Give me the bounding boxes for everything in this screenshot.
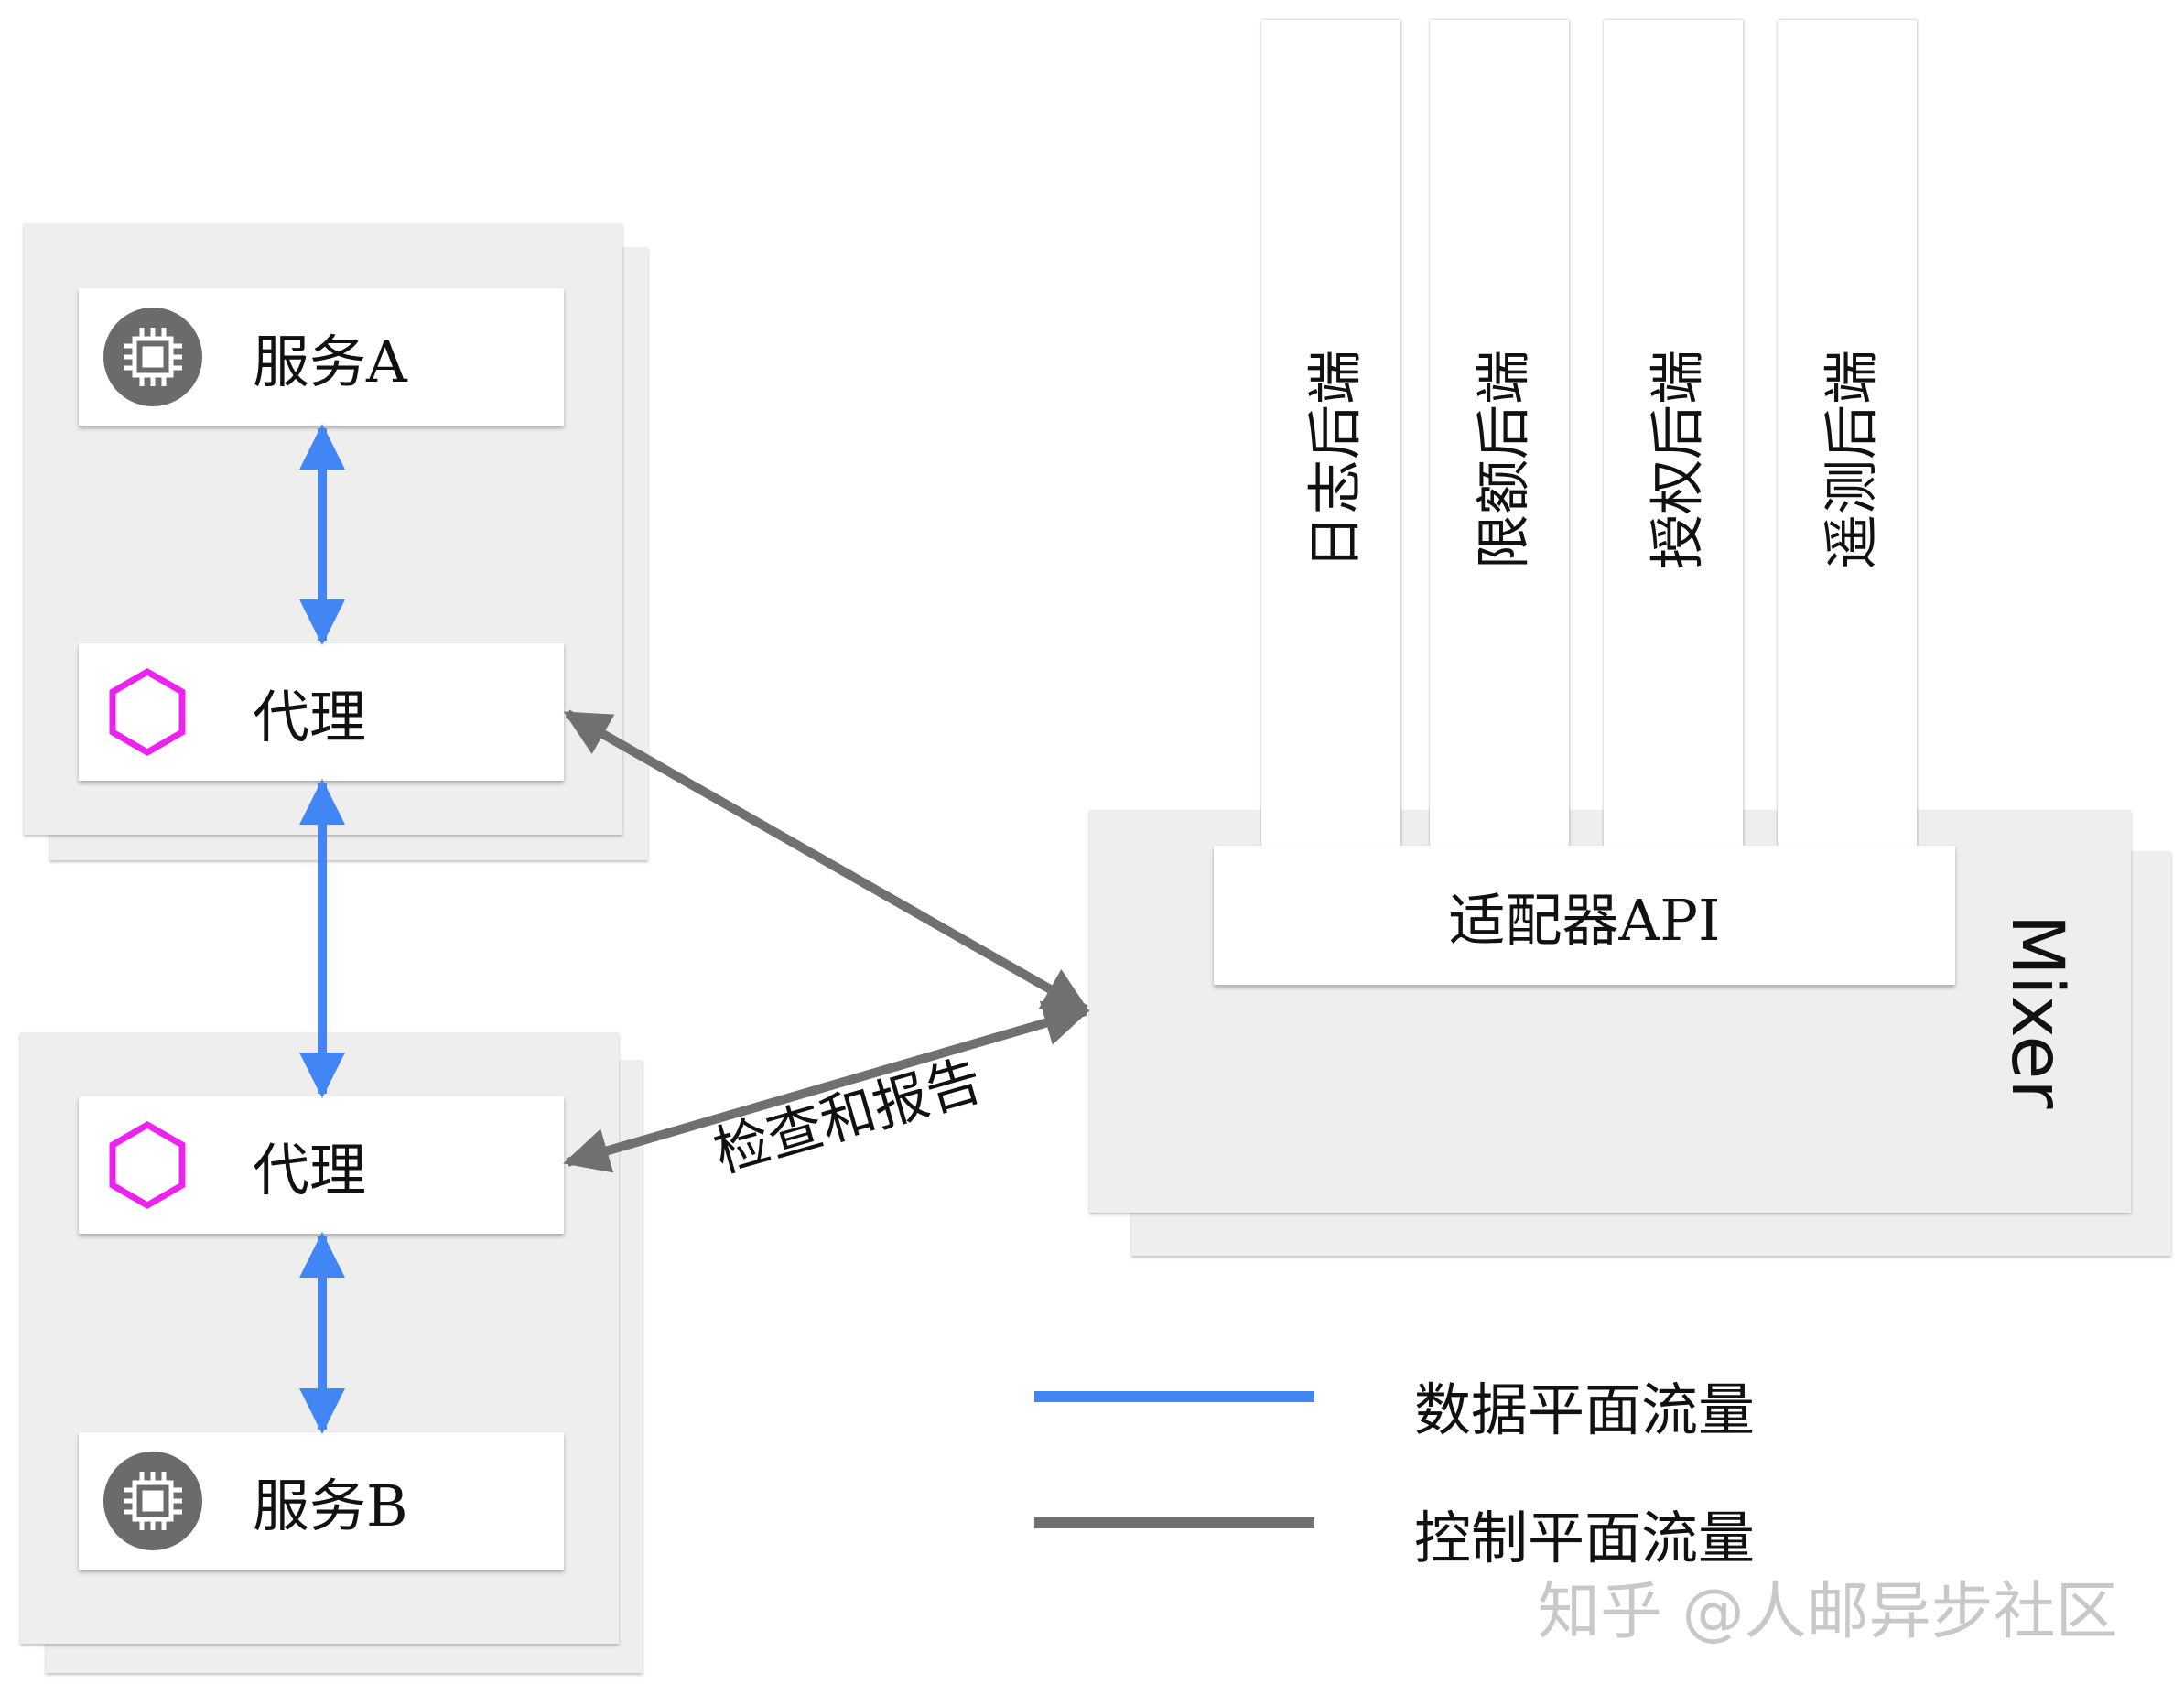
hexagon-icon [109,667,186,757]
service-b-label: 服务B [253,1473,408,1539]
service-a-label: 服务A [253,329,407,395]
hexagon-icon [109,1120,186,1210]
chip-icon [103,1452,202,1550]
backend-auth[interactable]: 授权后端 [1604,20,1743,846]
chip-icon [103,308,202,406]
service-a-card[interactable]: 服务A [79,288,564,426]
proxy-b-mixer-link [563,1000,1090,1173]
backend-telemetry[interactable]: 遥测后端 [1778,20,1917,846]
adapter-api-card[interactable]: 适配器API [1214,846,1955,985]
adapter-api-label: 适配器API [1448,887,1721,954]
proxy-b-label: 代理 [253,1137,367,1204]
legend-control-plane-label: 控制平面流量 [1414,1505,1756,1571]
service-b-card[interactable]: 服务B [79,1432,564,1570]
backend-quota[interactable]: 限额后端 [1430,20,1569,846]
backend-logging[interactable]: 日志后端 [1261,20,1400,846]
proxy-a-label: 代理 [253,684,367,750]
watermark: 知乎 @人邮异步社区 [1538,1576,2118,1648]
proxy-a-mixer-link [563,709,1090,1014]
proxy-a-card[interactable]: 代理 [79,643,564,781]
legend-data-plane-label: 数据平面流量 [1414,1376,1756,1443]
proxy-b-card[interactable]: 代理 [79,1096,564,1234]
